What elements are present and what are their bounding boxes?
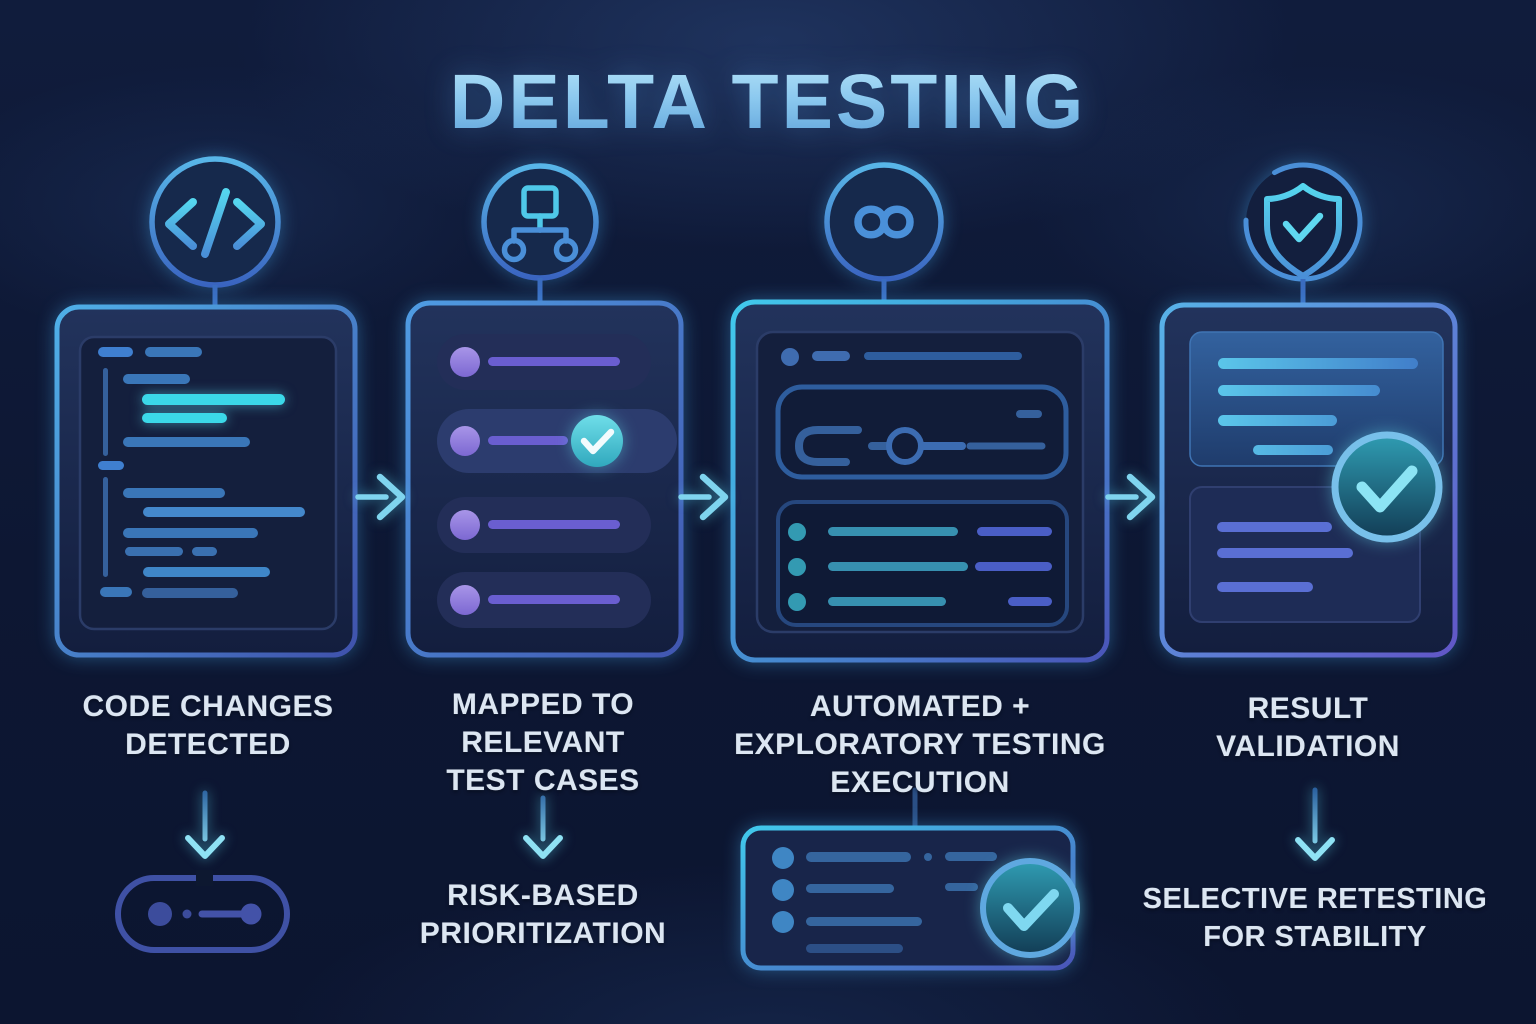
hierarchy-icon <box>481 163 599 281</box>
check-circle-icon <box>1331 431 1443 543</box>
page-title: DELTA TESTING <box>0 58 1536 147</box>
arrow-down-icon <box>1295 787 1335 861</box>
infinity-icon <box>824 162 944 282</box>
arrow-right-icon <box>678 473 729 521</box>
flow-arrows <box>355 473 1156 521</box>
test-case-list-card <box>405 300 684 658</box>
caption-line: PRIORITIZATION <box>419 917 667 950</box>
caption-line: EXECUTION <box>830 766 1010 799</box>
check-circle-icon <box>980 858 1080 958</box>
pipeline-graphic <box>775 384 1069 480</box>
caption-line: SELECTIVE RETESTING <box>1142 883 1488 915</box>
step1-caption: CODE CHANGES DETECTED <box>30 688 386 764</box>
step2-sub-caption: RISK-BASED PRIORITIZATION <box>370 877 716 953</box>
code-lines <box>98 347 305 598</box>
arrow-right-icon <box>355 473 406 521</box>
log-list <box>776 500 1069 627</box>
down-connectors <box>185 787 1335 861</box>
arrow-down-icon <box>185 790 225 859</box>
step3-caption: AUTOMATED + EXPLORATORY TESTING EXECUTIO… <box>700 688 1140 802</box>
caption-line: DETECTED <box>125 728 291 761</box>
caption-line: CODE CHANGES <box>82 690 334 723</box>
caption-line: AUTOMATED + <box>809 690 1031 723</box>
caption-line: RESULT <box>1247 692 1369 725</box>
caption-line: EXPLORATORY TESTING <box>734 728 1106 761</box>
test-case-row <box>437 334 651 390</box>
check-circle-icon <box>571 415 623 467</box>
test-case-row <box>437 497 651 553</box>
toolbar-row <box>781 348 1022 366</box>
shield-check-icon <box>1243 162 1363 282</box>
report-lines-top <box>1218 358 1418 455</box>
caption-line: RISK-BASED <box>447 879 639 912</box>
arrow-down-icon <box>523 795 563 859</box>
caption-line: RELEVANT <box>461 726 625 759</box>
code-editor-card <box>54 304 358 658</box>
test-case-row-selected <box>437 409 677 473</box>
pipeline-card <box>730 299 1110 663</box>
test-case-row <box>437 572 651 628</box>
checklist-result-card <box>740 825 1080 971</box>
step2-caption: MAPPED TO RELEVANT TEST CASES <box>390 686 696 800</box>
caption-line: TEST CASES <box>446 764 640 797</box>
capsule-gap <box>196 870 213 886</box>
slider-capsule <box>115 870 290 953</box>
step4-sub-caption: SELECTIVE RETESTING FOR STABILITY <box>1120 880 1510 956</box>
caption-line: VALIDATION <box>1216 730 1400 763</box>
step4-caption: RESULT VALIDATION <box>1130 690 1486 766</box>
report-lines-bottom <box>1217 522 1353 592</box>
arrow-right-icon <box>1105 473 1156 521</box>
report-card <box>1159 302 1458 658</box>
code-icon <box>149 156 281 288</box>
caption-line: FOR STABILITY <box>1203 921 1427 953</box>
caption-line: MAPPED TO <box>451 688 635 721</box>
